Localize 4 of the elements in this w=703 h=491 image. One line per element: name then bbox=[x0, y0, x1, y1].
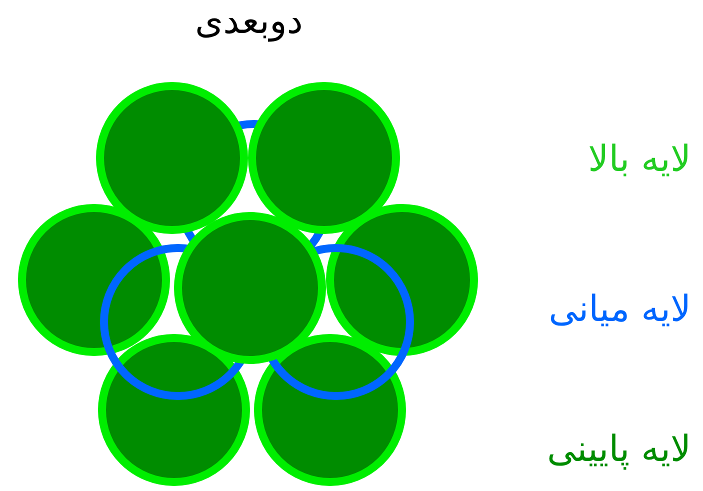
title: دوبعدی bbox=[195, 0, 303, 44]
layer-label: لایه میانی bbox=[548, 288, 691, 332]
layer-label: لایه پایینی bbox=[546, 428, 691, 472]
layer-label: لایه بالا bbox=[588, 138, 691, 182]
